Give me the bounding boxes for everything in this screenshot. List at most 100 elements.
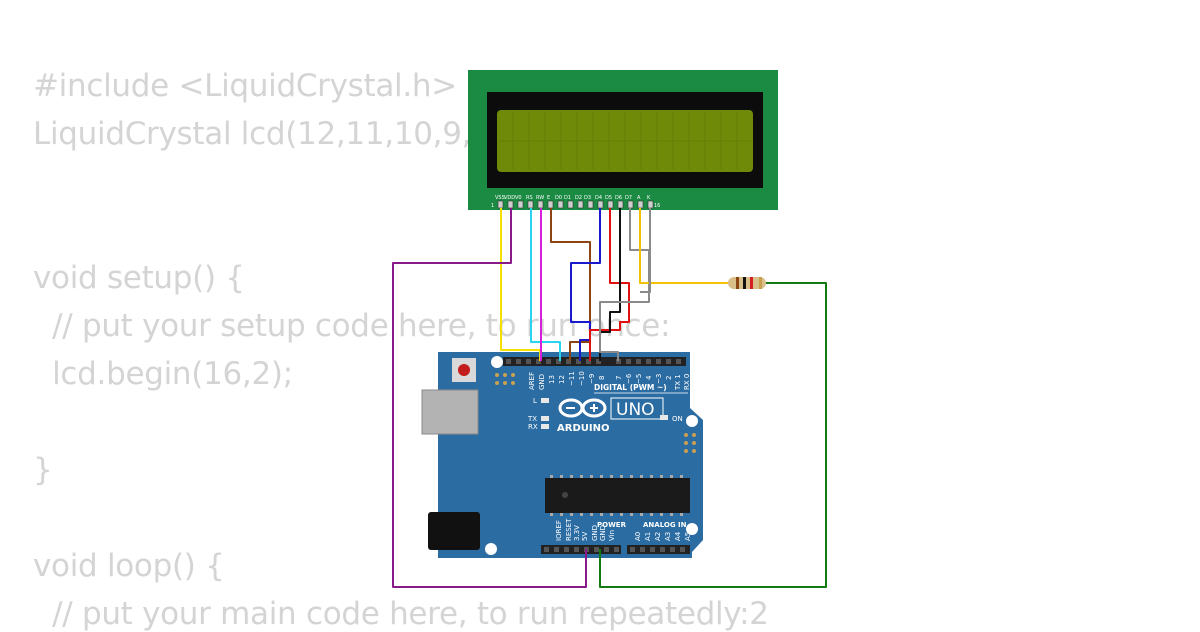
led-rx-label: RX <box>528 423 538 431</box>
pin-label-vin: Vin <box>608 530 616 541</box>
pin-label-a3: A3 <box>664 532 672 541</box>
lcd-pin-d7: D7 <box>625 195 632 201</box>
digital-header-pins <box>506 359 681 364</box>
wire-e-11 <box>550 208 591 361</box>
lcd-pin-vdd: VDD <box>504 195 515 201</box>
microcontroller-chip-icon <box>545 478 690 513</box>
wires[interactable] <box>392 208 827 588</box>
wire-vss-gnd <box>500 208 541 361</box>
icsp-header-top <box>495 373 515 385</box>
pin-label-4: 4 <box>645 375 653 380</box>
arduino-uno-board[interactable]: AREF GND 13 12 ~11 ~10 ~9 8 7 ~6 ~5 4 ~3… <box>421 352 703 558</box>
pin-label-8: 8 <box>598 376 606 380</box>
icsp-header-right <box>684 433 696 453</box>
lcd-pin-a: A <box>637 195 641 201</box>
pin-label-ioref: IOREF <box>555 520 563 541</box>
uno-box <box>610 397 664 420</box>
mount-hole-icon <box>686 415 698 427</box>
pin-label-11: ~11 <box>568 371 576 386</box>
arduino-model: UNO <box>616 400 655 420</box>
pin-label-5v: 5V <box>581 532 589 541</box>
pin-label-gnd1: GND <box>591 525 599 541</box>
lcd-pin-rs: RS <box>526 195 533 201</box>
code-line-setup-open: void setup() { <box>33 260 245 296</box>
reset-button-cap <box>458 364 470 376</box>
resistor-icon[interactable] <box>720 277 780 289</box>
wire-a-resistor <box>639 208 728 284</box>
pin-label-3: ~3 <box>655 374 663 384</box>
lcd-pin-first: 1 <box>491 203 494 209</box>
lcd-pin-k: K <box>647 195 651 201</box>
pin-label-gnd: GND <box>538 374 546 390</box>
analog-header <box>627 545 690 554</box>
chip-pins <box>550 475 683 516</box>
power-header <box>541 545 621 554</box>
code-line-setup-close: } <box>33 452 53 488</box>
digital-label: DIGITAL (PWM ~) <box>594 383 667 392</box>
pin-label-tx1: TX 1 <box>674 374 682 391</box>
pin-label-5: ~5 <box>635 374 643 384</box>
mount-hole-icon <box>485 543 497 555</box>
power-label: POWER <box>597 521 627 529</box>
code-line-lcd-constructor: LiquidCrystal lcd(12,11,10,9,8 <box>33 116 491 152</box>
pin-label-3v3: 3.3V <box>573 525 581 541</box>
lcd-pin-labels: VSS VDD V0 RS RW E D0 D1 D2 D3 D4 D5 D6 … <box>491 195 660 209</box>
analog-label: ANALOG IN <box>643 521 687 529</box>
lcd-pin-d1: D1 <box>564 195 571 201</box>
lcd-module[interactable]: VSS VDD V0 RS RW E D0 D1 D2 D3 D4 D5 D6 … <box>468 70 778 210</box>
wire-resistor-gnd <box>599 282 827 588</box>
pin-label-12: 12 <box>558 375 566 384</box>
mount-hole-icon <box>686 523 698 535</box>
wire-d7-7 <box>599 208 650 361</box>
arduino-logo-icon <box>558 398 607 418</box>
power-jack-icon <box>428 512 480 550</box>
led-tx-icon <box>541 416 549 421</box>
wire-d4-10 <box>570 208 601 361</box>
pin-label-rx0: RX 0 <box>683 374 691 390</box>
lcd-pin-rw: RW <box>536 195 544 201</box>
code-line-loop-comment: // put your main code here, to run repea… <box>33 596 769 632</box>
led-l-label: L <box>533 397 537 405</box>
wire-rs-12 <box>530 208 561 361</box>
pin-label-a2: A2 <box>654 532 662 541</box>
analog-pin-labels: A0 A1 A2 A3 A4 A5 <box>634 531 692 541</box>
pin-label-13: 13 <box>548 375 556 384</box>
led-l-icon <box>541 398 549 403</box>
led-rx-icon <box>541 424 549 429</box>
lcd-pin-last: 16 <box>654 203 660 209</box>
pin-label-9: ~9 <box>588 374 596 384</box>
code-line-loop-open: void loop() { <box>33 548 225 584</box>
pin-label-6: ~6 <box>625 373 633 384</box>
lcd-pin-d6: D6 <box>615 195 622 201</box>
led-tx-label: TX <box>527 415 537 423</box>
digital-header <box>503 357 686 366</box>
lcd-pin-d0: D0 <box>555 195 562 201</box>
pin-label-7: 7 <box>615 376 623 380</box>
mount-hole-icon <box>491 356 503 368</box>
usb-port-icon <box>421 389 479 435</box>
code-line-lcd-begin: lcd.begin(16,2); <box>33 356 293 392</box>
pin-label-10: ~10 <box>578 371 586 386</box>
code-line-include: #include <LiquidCrystal.h> <box>33 68 457 104</box>
pin-label-2: 2 <box>665 376 673 380</box>
lcd-pin-e: E <box>547 195 550 201</box>
power-pin-labels: IOREF RESET 3.3V 5V GND GND Vin <box>555 518 616 541</box>
led-on-icon <box>660 415 668 420</box>
wire-d5-9 <box>589 208 630 361</box>
pin-label-aref: AREF <box>528 372 536 390</box>
wire-k-gnd <box>640 208 651 293</box>
pin-label-a5: A5 <box>684 532 692 541</box>
wire-vdd-5v <box>392 208 587 588</box>
digital-pin-labels: AREF GND 13 12 ~11 ~10 ~9 8 7 ~6 ~5 4 ~3… <box>528 371 691 391</box>
pin-label-gnd2: GND <box>599 525 607 541</box>
lcd-pin-d3: D3 <box>584 195 591 201</box>
led-on-label: ON <box>672 415 683 423</box>
lcd-pin-d5: D5 <box>605 195 612 201</box>
lcd-char-grid <box>499 112 751 170</box>
pin-label-reset: RESET <box>565 518 573 541</box>
bottom-header-pins <box>544 547 685 552</box>
lcd-pin-d2: D2 <box>575 195 582 201</box>
arduino-logo-text: ARDUINO <box>557 423 609 434</box>
